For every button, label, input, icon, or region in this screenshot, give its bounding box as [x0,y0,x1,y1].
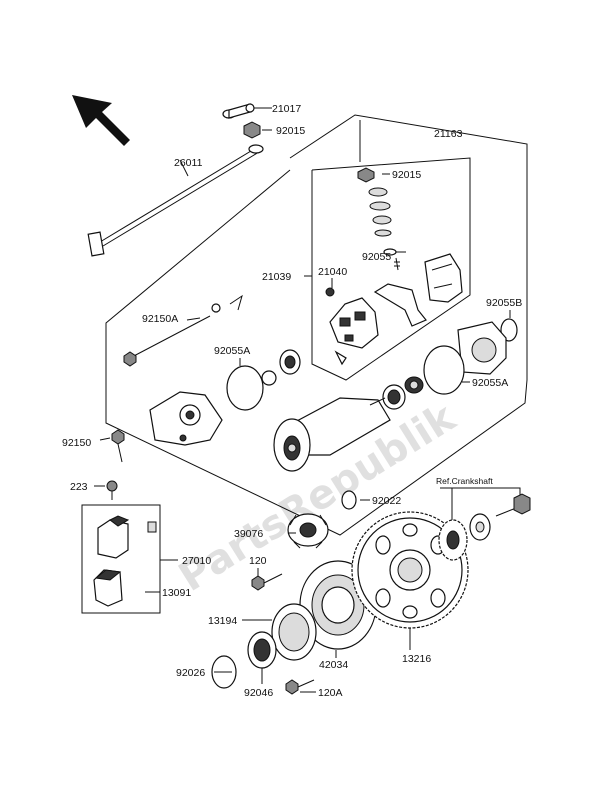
relay-box-outline [81,504,178,614]
part-washer-stack [357,167,397,256]
callout-92046: 92046 [244,687,273,699]
callout-13091: 13091 [162,587,191,599]
part-brush-clip [373,257,427,327]
callout-21163: 21163 [434,128,463,140]
callout-92055: 92055 [362,251,391,263]
part-39076-gear [287,513,329,549]
callout-27010: 27010 [182,555,211,567]
part-rear-bracket [457,321,507,375]
part-21017-cap [222,103,266,119]
leader-lines [94,107,521,693]
part-26011-rod [87,144,264,257]
part-end-cover [424,253,463,303]
part-120a-bolt [285,679,315,695]
callout-ref-crankshaft: Ref.Crankshaft [436,476,493,486]
part-front-cover [149,349,301,446]
callout-21017: 21017 [272,103,301,115]
callout-92015-top: 92015 [276,125,305,137]
callout-13194: 13194 [208,615,237,627]
callout-13216: 13216 [402,653,431,665]
part-92055b-oring [500,318,518,342]
callout-92055b: 92055B [486,297,522,309]
part-bearing-set [382,376,424,410]
callout-223: 223 [70,481,88,493]
part-92015-nut-top [243,121,272,139]
callout-120: 120 [249,555,267,567]
part-42034-clutch-outer [299,560,377,650]
callout-92022: 92022 [372,495,401,507]
part-motor-housing [273,397,391,472]
part-92055a-ring-right [423,345,465,395]
starter-assembly-outline [105,114,528,536]
part-92046-bearing [247,631,277,669]
part-21039-brush-holder [325,287,379,366]
callout-42034: 42034 [319,659,348,671]
part-92022-washer [341,490,357,510]
callout-92150: 92150 [62,437,91,449]
part-92150a-bolt [123,294,243,367]
callout-92055a-left: 92055A [214,345,250,357]
callout-92055a-right: 92055A [472,377,508,389]
callout-92026: 92026 [176,667,205,679]
part-relay [97,515,157,559]
direction-arrow-icon [72,95,130,146]
part-13194-oneway-clutch [271,603,317,661]
part-120-bolt [251,573,283,591]
callout-92150a: 92150A [142,313,178,325]
part-crankshaft-gear [438,493,531,561]
callout-92015: 92015 [392,169,421,181]
callout-26011: 26011 [174,157,203,169]
part-13091-boot [93,569,123,607]
part-223-screw [106,480,118,500]
callout-21040: 21040 [318,266,347,278]
callout-21039: 21039 [262,271,291,283]
part-92150-bolt [111,429,125,463]
callout-120a: 120A [318,687,343,699]
callout-39076: 39076 [234,528,263,540]
